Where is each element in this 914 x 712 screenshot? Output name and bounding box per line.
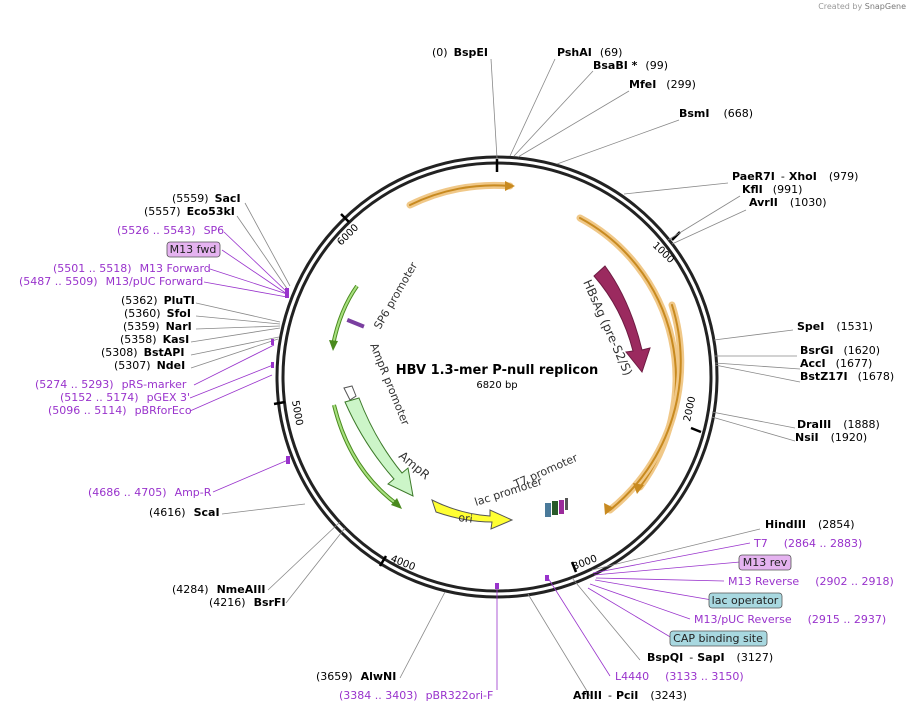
enzyme-bsmi-label: BsmI(668) — [679, 107, 753, 120]
tick-label-6000: 6000 — [335, 222, 361, 248]
enzyme-nari-label: (5359)NarI — [123, 320, 192, 333]
ampr-promoter-label: AmpR promoter — [367, 341, 412, 427]
tag-lac-operator-box — [708, 592, 783, 609]
enzyme-bstapi-label: (5308)BstAPI — [101, 346, 184, 359]
enzyme-bstz17i-label: BstZ17I(1678) — [800, 370, 894, 383]
enzyme-nmeaiii-label: (4284)NmeAIII — [172, 583, 266, 596]
primer-t7-label: T7(2864 .. 2883) — [753, 537, 862, 550]
enzyme-hindiii-label: HindIII(2854) — [765, 518, 855, 531]
enzyme-sfoi-label: (5360)SfoI — [124, 307, 191, 320]
enzyme-scai-label: (4616)ScaI — [149, 506, 220, 519]
lac-promoter-label: lac promoter — [473, 475, 544, 509]
tag-m13-rev-box — [738, 554, 792, 571]
tag-cap-binding-site-label: CAP binding site — [673, 632, 763, 645]
enzyme-bspei-label: (0)BspEI — [432, 46, 488, 59]
enzyme-spei-label: SpeI(1531) — [797, 320, 873, 333]
primer-pbr322ori-f-label: (3384 .. 3403)pBR322ori-F — [339, 689, 493, 702]
ori-arrow — [431, 499, 514, 530]
snapgene-watermark: Created by SnapGene — [818, 2, 906, 11]
enzyme-afliii-pcii-label: AflIII-PciI(3243) — [573, 689, 687, 702]
enzyme-pluti-label: (5362)PluTI — [121, 294, 195, 307]
primer-pgex3-label: (5152 .. 5174)pGEX 3' — [60, 391, 190, 404]
enzyme-nsii-label: NsiI(1920) — [795, 431, 867, 444]
enzyme-bsrgi-label: BsrGI(1620) — [800, 344, 880, 357]
tick-label-3000: 3000 — [571, 553, 599, 572]
enzyme-kasi-label: (5358)KasI — [120, 333, 189, 346]
primer-m13puc-forward-label: (5487 .. 5509)M13/pUC Forward — [19, 275, 203, 288]
tag-lac-operator-label: lac operator — [712, 594, 779, 607]
enzyme-leaders — [190, 58, 801, 697]
tick-3000 — [570, 561, 578, 573]
enzyme-draiii-label: DraIII(1888) — [797, 418, 880, 431]
enzyme-acci-label: AccI(1677) — [800, 357, 872, 370]
primer-pbrforeco-label: (5096 .. 5114)pBRforEco — [48, 404, 192, 417]
hbv-segment-right-arrow — [633, 483, 644, 494]
primer-l4440-label: L4440(3133 .. 3150) — [615, 670, 744, 683]
sp6-site-mark — [346, 318, 365, 329]
plasmid-name: HBV 1.3-mer P-null replicon — [396, 363, 599, 378]
tag-m13-fwd-box — [166, 241, 221, 258]
enzyme-paer7i-xhoi-label: PaeR7I-XhoI(979) — [732, 170, 858, 183]
enzyme-mfei-label: MfeI(299) — [629, 78, 696, 91]
ori-label: ori — [458, 511, 474, 526]
plasmid-size: 6820 bp — [476, 380, 517, 391]
enzyme-avrii-label: AvrII(1030) — [749, 196, 826, 209]
enzyme-bspqi-sapi-label: BspQI-SapI(3127) — [647, 651, 773, 664]
ampr-arrow — [344, 397, 414, 497]
primer-m13puc-reverse-label: M13/pUC Reverse(2915 .. 2937) — [694, 613, 886, 626]
tick-4000 — [378, 555, 388, 567]
tick-5000 — [273, 400, 286, 406]
tag-cap-binding-site-box — [669, 630, 768, 647]
primer-sp6-label: (5526 .. 5543)SP6 — [117, 224, 224, 237]
promoter-site-glyphs — [545, 498, 568, 517]
enzyme-pshai-label: PshAI(69) — [557, 46, 622, 59]
sp6-promoter-label: SP6 promoter — [371, 260, 420, 332]
tick-label-2000: 2000 — [682, 395, 698, 422]
tick-6000 — [340, 213, 350, 223]
enzyme-bsrfi-label: (4216)BsrFI — [209, 596, 286, 609]
enzyme-eco53ki-label: (5557)Eco53kI — [144, 205, 235, 218]
tick-2000 — [690, 426, 702, 434]
sp6-promoter-arrow — [331, 284, 359, 346]
ring-site-marks — [271, 288, 549, 589]
enzyme-kfli-label: KflI(991) — [742, 183, 802, 196]
hbv-segment-top-arrow — [505, 181, 515, 191]
tag-m13-rev-label: M13 rev — [743, 556, 788, 569]
hbv-segment-right-outer-arrow — [604, 503, 614, 515]
tick-label-5000: 5000 — [289, 400, 304, 427]
enzyme-ndei-label: (5307)NdeI — [114, 359, 185, 372]
enzyme-alwni-label: (3659)AlwNI — [316, 670, 396, 683]
primer-prs-marker-label: (5274 .. 5293)pRS-marker — [35, 378, 187, 391]
hbsag-arrow — [593, 265, 651, 374]
primer-amp-r-label: (4686 .. 4705)Amp-R — [88, 486, 212, 499]
primer-m13-forward-label: (5501 .. 5518)M13 Forward — [53, 262, 211, 275]
enzyme-bsabi-label: BsaBI *(99) — [593, 59, 668, 72]
ampr-promoter-arrow — [343, 385, 357, 401]
tag-m13-fwd-label: M13 fwd — [170, 243, 217, 256]
primer-m13-reverse-label: M13 Reverse(2902 .. 2918) — [728, 575, 894, 588]
enzyme-saci-label: (5559)SacI — [172, 192, 241, 205]
primer-leaders — [189, 231, 751, 690]
